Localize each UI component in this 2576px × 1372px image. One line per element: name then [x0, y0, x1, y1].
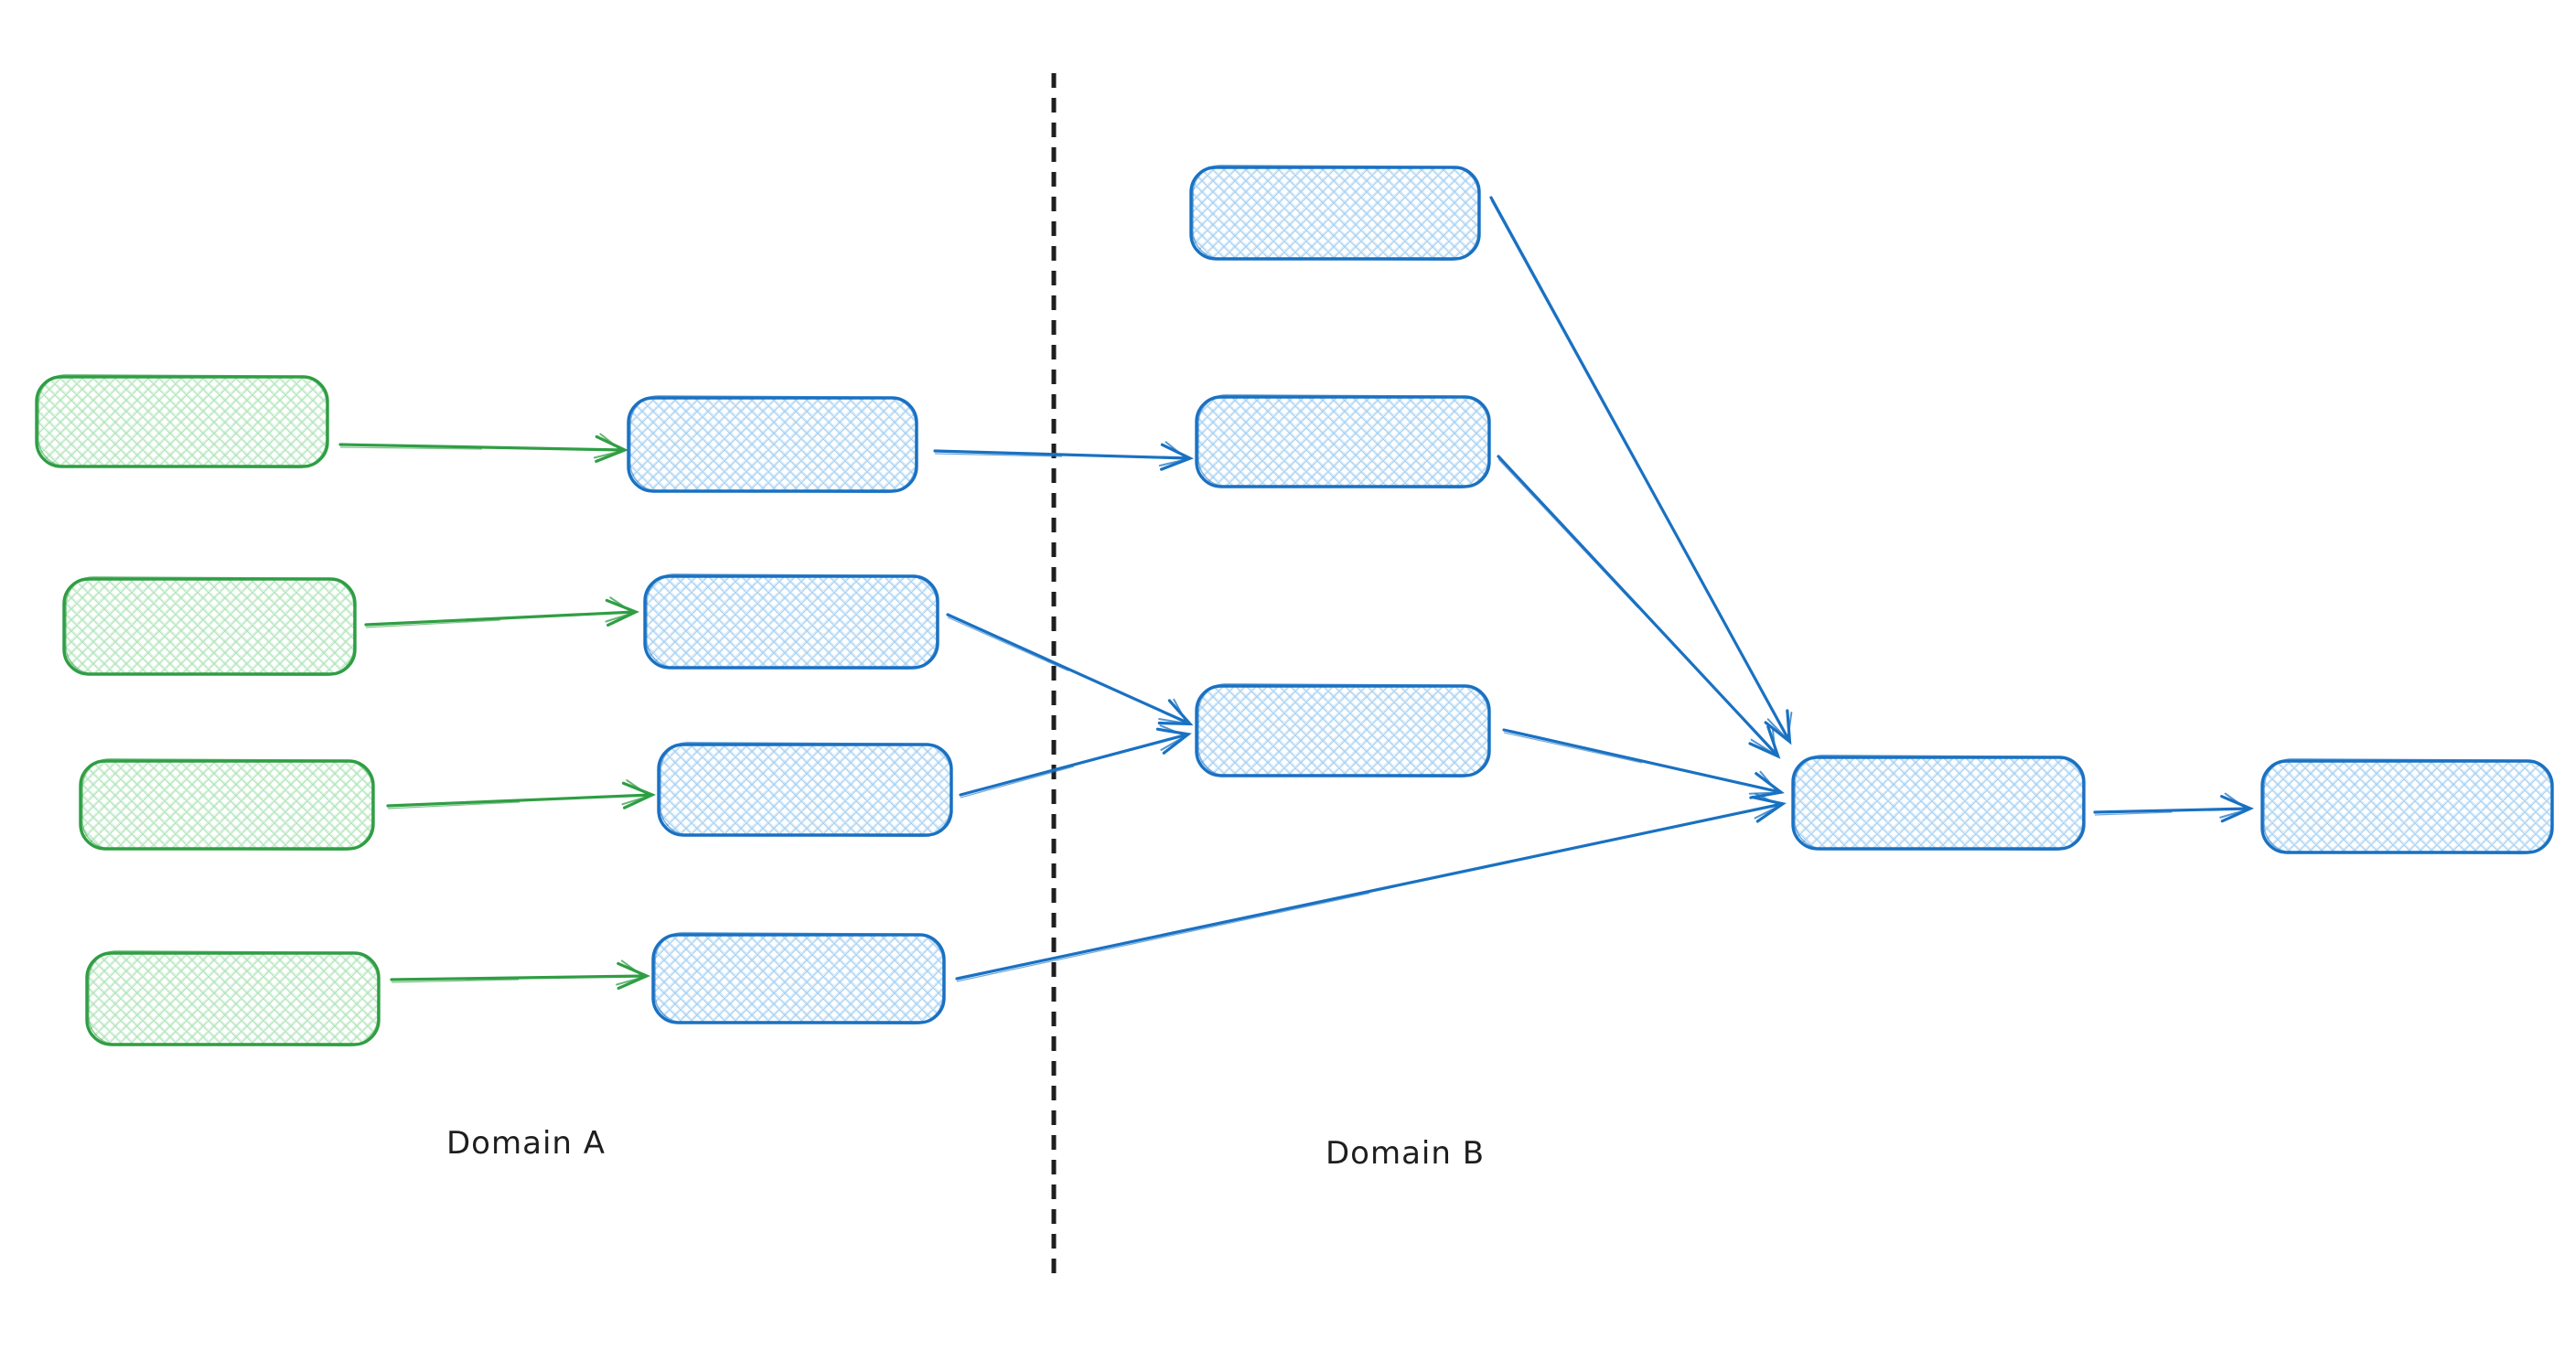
arrow-green4-to-a4: [390, 959, 651, 991]
domain-a-box-3[interactable]: [657, 741, 953, 838]
green-box-3-rect: [79, 759, 375, 851]
arrow-green4-to-a4-sketch-stroke: [391, 979, 520, 983]
arrow-green1-to-a1-sketch-stroke: [339, 446, 483, 450]
domain-a-box-3-rect: [657, 743, 953, 837]
arrow-a1-to-b2-sketch-stroke: [934, 453, 1063, 457]
domain-b-merge-box-rect: [1791, 756, 2086, 851]
domain-a-box-2-rect: [643, 574, 939, 670]
domain-b-box-2[interactable]: [1195, 393, 1491, 489]
green-box-4-sketch-outline: [88, 949, 379, 1047]
domain-a-box-3-sketch-outline: [660, 741, 951, 838]
arrow-merge-to-output-sketch-stroke: [2094, 811, 2173, 816]
arrow-a4-to-merge: [955, 792, 1787, 981]
domain-b-output-box-rect: [2260, 759, 2554, 854]
arrow-a2-to-b3-sketch-stroke: [947, 616, 1069, 672]
arrow-a2-to-b3: [946, 613, 1194, 726]
arrow-a1-to-b2: [933, 441, 1195, 471]
green-box-1-sketch-outline: [38, 373, 327, 469]
domain-a-box-4-sketch-outline: [654, 931, 944, 1025]
arrow-green2-to-a2: [364, 596, 640, 627]
green-box-4[interactable]: [85, 949, 381, 1047]
arrow-a3-to-b3-sketch-stroke: [960, 766, 1075, 799]
arrow-btop-to-merge-sketch-stroke: [1490, 199, 1641, 472]
arrow-merge-to-output: [2093, 792, 2255, 823]
domain-b-box-top-rect: [1189, 166, 1481, 261]
domain-a-label: Domain A: [446, 1125, 606, 1162]
arrow-b2-to-merge: [1497, 455, 1781, 759]
domain-b-box-3[interactable]: [1195, 682, 1491, 778]
domain-b-box-top-sketch-outline: [1192, 164, 1479, 262]
arrow-b3-to-merge: [1502, 728, 1785, 799]
domain-b-output-box[interactable]: [2260, 757, 2554, 855]
green-box-1-rect: [35, 375, 329, 468]
domain-a-box-2-sketch-outline: [646, 573, 938, 670]
arrow-btop-to-merge: [1489, 196, 1793, 745]
domain-b-box-2-rect: [1195, 395, 1491, 488]
arrow-b3-to-merge-sketch-stroke: [1503, 732, 1643, 764]
arrow-green3-to-a3: [386, 779, 657, 809]
domain-b-box-3-sketch-outline: [1197, 682, 1489, 778]
green-box-3-sketch-outline: [81, 757, 373, 852]
green-box-2-sketch-outline: [65, 575, 355, 677]
arrow-green3-to-a3-sketch-stroke: [387, 801, 521, 809]
domain-b-box-2-sketch-outline: [1197, 393, 1489, 489]
domain-b-label: Domain B: [1325, 1135, 1486, 1172]
domain-b-merge-box[interactable]: [1791, 754, 2086, 852]
domain-a-box-4[interactable]: [651, 931, 946, 1025]
domain-a-box-1-rect: [627, 396, 918, 493]
domain-b-merge-box-sketch-outline: [1794, 754, 2084, 852]
green-box-2-rect: [62, 577, 357, 676]
green-box-3[interactable]: [79, 757, 375, 852]
domain-b-box-3-rect: [1195, 684, 1491, 777]
domain-b-box-top[interactable]: [1189, 164, 1481, 262]
arrow-green2-to-a2-sketch-stroke: [365, 619, 501, 628]
arrow-a3-to-b3: [959, 724, 1192, 797]
arrow-b2-to-merge-sketch-stroke: [1497, 458, 1638, 608]
green-box-1[interactable]: [35, 373, 329, 469]
domain-b-output-box-sketch-outline: [2263, 757, 2552, 855]
domain-a-box-1-sketch-outline: [629, 394, 917, 494]
green-box-4-rect: [85, 951, 381, 1046]
domain-a-box-2[interactable]: [643, 573, 939, 670]
domain-a-box-1[interactable]: [627, 394, 918, 494]
domain-a-box-4-rect: [651, 933, 946, 1024]
arrow-green1-to-a1: [338, 433, 629, 464]
arrow-a4-to-merge-sketch-stroke: [956, 892, 1370, 982]
green-box-2[interactable]: [62, 575, 357, 677]
